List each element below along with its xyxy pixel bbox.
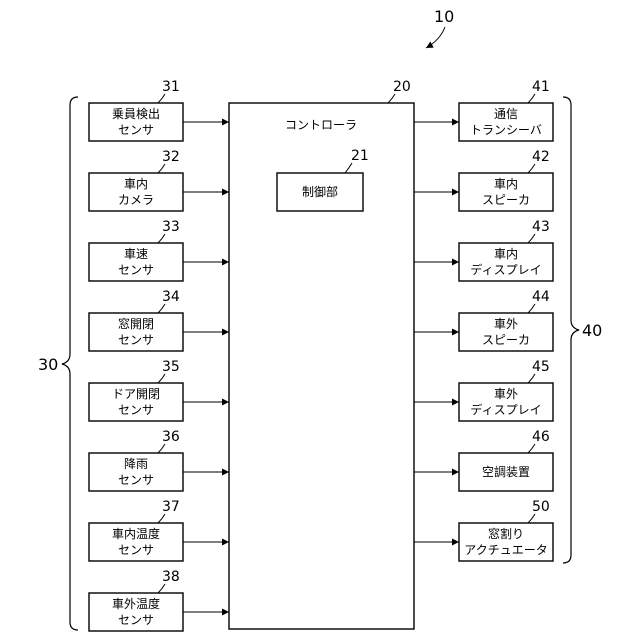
input-sensor-ref: 35 (162, 359, 180, 375)
input-sensor-label-line: カメラ (118, 193, 154, 207)
figure-pointer-arrow (426, 27, 445, 48)
output-device-block: 空調装置 46 (414, 429, 553, 491)
output-device-label-line: 通信 (494, 107, 518, 121)
output-device-leader (528, 164, 535, 173)
input-sensor-block: 車内温度センサ 37 (89, 499, 229, 561)
output-device-ref: 43 (532, 219, 550, 235)
output-device-block: 窓割りアクチュエータ 50 (414, 499, 553, 561)
output-devices: 通信トランシーバ41車内スピーカ42車内ディスプレイ43車外スピーカ44車外ディ… (414, 79, 553, 561)
input-sensor-label-line: 車外温度 (112, 596, 160, 611)
input-sensor-ref: 36 (162, 429, 180, 445)
output-device-label-line: 窓割り (488, 526, 524, 541)
output-device-ref: 44 (532, 289, 550, 305)
output-device-ref: 46 (532, 429, 550, 445)
input-sensor-ref: 32 (162, 149, 180, 165)
input-sensor-leader (158, 94, 165, 103)
output-device-ref: 41 (532, 79, 550, 95)
controller-ref: 20 (393, 79, 411, 95)
input-sensor-leader (158, 584, 165, 593)
input-sensor-label-line: センサ (118, 123, 154, 137)
output-device-ref: 45 (532, 359, 550, 375)
input-sensor-block: 降雨センサ 36 (89, 429, 229, 491)
input-sensor-label-line: 窓開閉 (118, 316, 154, 331)
output-group-brace (563, 97, 579, 563)
output-device-ref: 50 (532, 499, 550, 515)
input-sensor-label-line: 降雨 (124, 457, 148, 471)
input-sensor-ref: 33 (162, 219, 180, 235)
input-sensor-label-line: センサ (118, 403, 154, 417)
output-device-label-line: 空調装置 (482, 465, 530, 479)
input-sensor-ref: 37 (162, 499, 180, 515)
input-sensor-block: 車外温度センサ 38 (89, 569, 229, 631)
input-sensor-label-line: センサ (118, 263, 154, 277)
input-sensor-block: ドア開閉センサ 35 (89, 359, 229, 421)
input-sensor-block: 車内カメラ 32 (89, 149, 229, 211)
figure-number: 10 (434, 7, 454, 26)
output-device-ref: 42 (532, 149, 550, 165)
input-sensors: 乗員検出センサ31車内カメラ32車速センサ33窓開閉センサ34ドア開閉センサ35… (89, 79, 229, 631)
input-sensor-block: 乗員検出センサ 31 (89, 79, 229, 141)
output-device-label-line: スピーカ (482, 333, 530, 347)
output-device-block: 通信トランシーバ 41 (414, 79, 553, 141)
output-device-leader (528, 234, 535, 243)
input-sensor-block: 車速センサ 33 (89, 219, 229, 281)
output-device-block: 車外スピーカ 44 (414, 289, 553, 351)
input-sensor-block: 窓開閉センサ 34 (89, 289, 229, 351)
output-device-label-line: ディスプレイ (470, 262, 541, 277)
input-group-brace (62, 97, 78, 630)
input-group-ref: 30 (38, 355, 58, 374)
input-sensor-leader (158, 374, 165, 383)
output-device-leader (528, 444, 535, 453)
output-device-leader (528, 304, 535, 313)
output-device-leader (528, 374, 535, 383)
input-sensor-label-line: 車内温度 (112, 526, 160, 541)
output-device-block: 車外ディスプレイ 45 (414, 359, 553, 421)
input-sensor-label-line: センサ (118, 333, 154, 347)
output-device-label-line: 車外 (494, 317, 518, 331)
output-device-label-line: ディスプレイ (470, 402, 541, 417)
output-device-label-line: トランシーバ (470, 123, 542, 137)
input-sensor-label-line: センサ (118, 543, 154, 557)
output-device-label-line: 車内 (494, 177, 518, 191)
input-sensor-leader (158, 304, 165, 313)
input-sensor-label-line: 車速 (124, 247, 148, 261)
output-device-block: 車内ディスプレイ 43 (414, 219, 553, 281)
input-sensor-ref: 34 (162, 289, 180, 305)
input-sensor-label-line: ドア開閉 (112, 387, 160, 401)
input-sensor-label-line: センサ (118, 473, 154, 487)
output-device-block: 車内スピーカ 42 (414, 149, 553, 211)
controller-label: コントローラ (285, 118, 357, 132)
output-device-label-line: アクチュエータ (464, 543, 547, 557)
input-sensor-ref: 31 (162, 79, 180, 95)
controller-leader (388, 94, 395, 103)
input-sensor-ref: 38 (162, 569, 180, 585)
input-sensor-leader (158, 514, 165, 523)
output-group-ref: 40 (582, 321, 602, 340)
input-sensor-leader (158, 164, 165, 173)
input-sensor-label-line: 乗員検出 (112, 107, 160, 121)
input-sensor-leader (158, 444, 165, 453)
output-device-leader (528, 514, 535, 523)
output-device-label-line: 車内 (494, 247, 518, 261)
output-device-label-line: 車外 (494, 387, 518, 401)
control-unit-ref: 21 (351, 148, 369, 164)
input-sensor-label-line: センサ (118, 613, 154, 627)
input-sensor-leader (158, 234, 165, 243)
input-sensor-label-line: 車内 (124, 177, 148, 191)
output-device-leader (528, 94, 535, 103)
output-device-label-line: スピーカ (482, 193, 530, 207)
control-unit-label: 制御部 (302, 184, 338, 199)
